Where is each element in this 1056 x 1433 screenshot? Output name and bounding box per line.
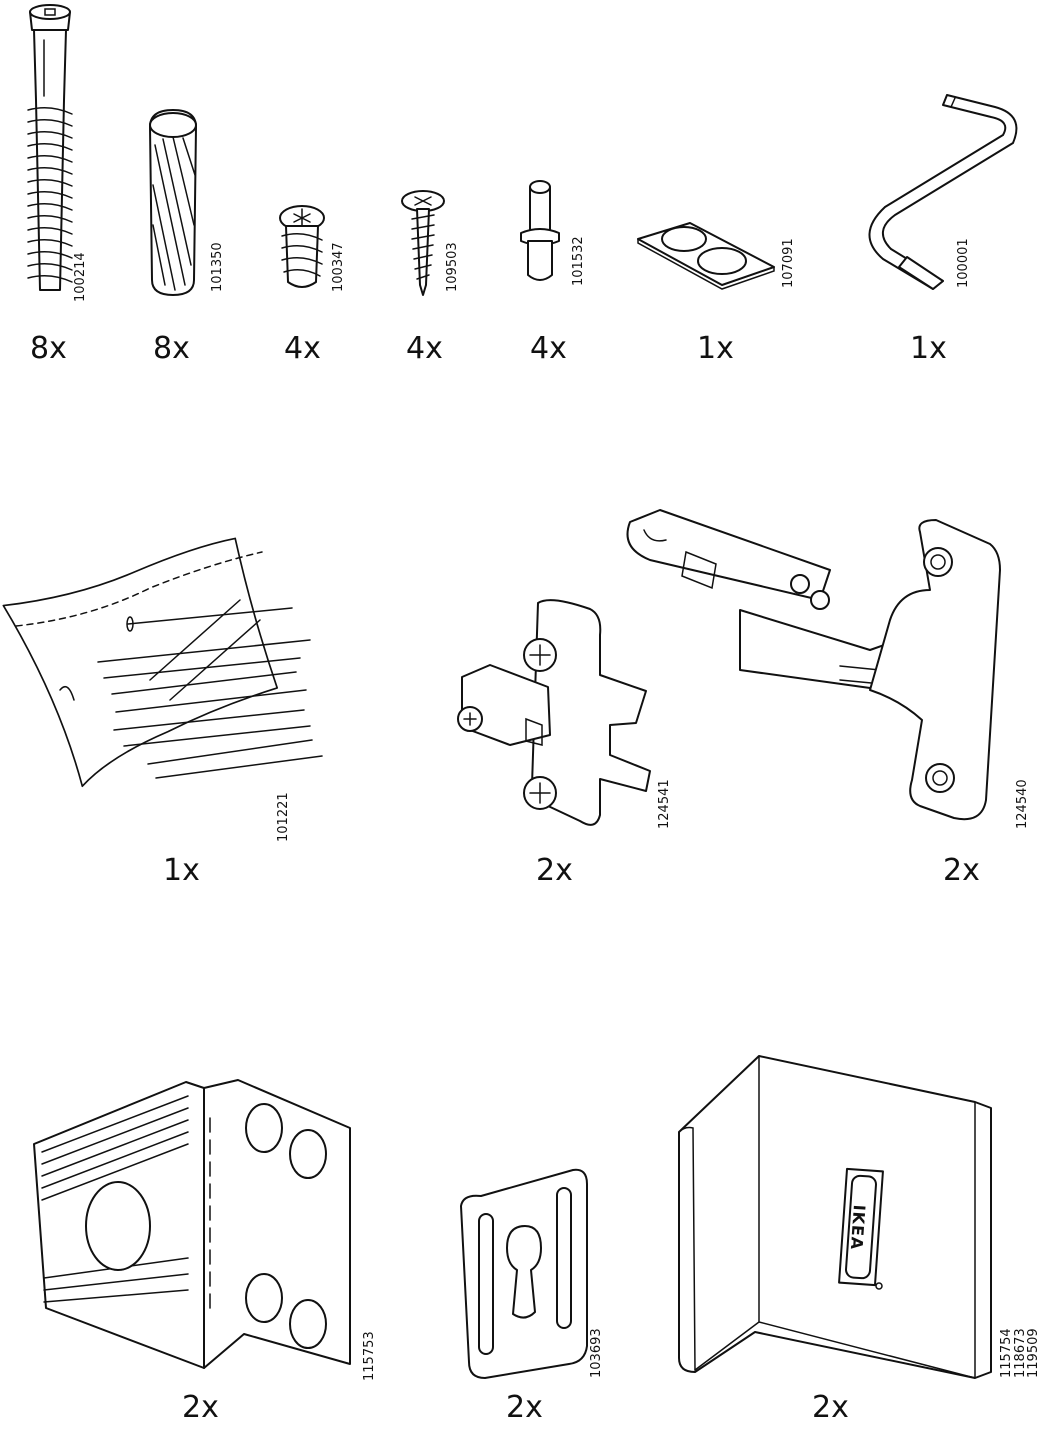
qty-euro-screw: 4x	[284, 334, 321, 364]
qty-wood-dowel: 8x	[153, 334, 190, 364]
shelf-pin-icon	[515, 175, 565, 295]
keyhole-hanger-icon	[455, 1166, 595, 1381]
qty-shelf-pin: 4x	[530, 334, 567, 364]
qty-allen-key: 1x	[910, 334, 947, 364]
qty-angle-bracket: 2x	[182, 1393, 219, 1423]
qty-hinge: 2x	[943, 856, 980, 886]
euro-screw-icon	[272, 200, 332, 300]
qty-nails-bag: 1x	[163, 856, 200, 886]
part-nails-bag	[0, 530, 280, 840]
part-keyhole-hanger	[455, 1166, 595, 1381]
part-corner-bracket: IKEA	[675, 1052, 1000, 1382]
qty-hinge-mounting-plate: 2x	[536, 856, 573, 886]
chipboard-screw-icon	[398, 185, 448, 300]
qty-corner-bracket: 2x	[812, 1393, 849, 1423]
allen-key-icon	[855, 85, 1035, 295]
part-bumper-pads	[636, 215, 776, 295]
part-euro-screw	[272, 200, 332, 300]
part-code-angle-bracket: 115753	[363, 1331, 376, 1381]
part-wood-dowel	[145, 105, 205, 305]
qty-keyhole-hanger: 2x	[506, 1393, 543, 1423]
nails-bag-icon	[0, 530, 280, 840]
part-code-allen-key: 100001	[957, 238, 970, 288]
part-allen-key	[855, 85, 1035, 295]
part-code-euro-screw: 100347	[332, 242, 345, 292]
part-code-cam-bolt: 100214	[74, 252, 87, 302]
qty-chipboard-screw: 4x	[406, 334, 443, 364]
ikea-logo: IKEA	[847, 1204, 869, 1251]
angle-bracket-icon	[28, 1078, 353, 1373]
qty-cam-bolt: 8x	[30, 334, 67, 364]
wood-dowel-icon	[145, 105, 205, 305]
part-shelf-pin	[515, 175, 565, 295]
part-code-hinge: 124540	[1016, 779, 1029, 829]
part-chipboard-screw	[398, 185, 448, 300]
part-hinge	[620, 500, 1010, 835]
part-code-bumper-pads: 107091	[782, 238, 795, 288]
part-code-wood-dowel: 101350	[211, 242, 224, 292]
hinge-icon	[620, 500, 1010, 835]
bumper-pads-icon	[636, 215, 776, 295]
part-angle-bracket	[28, 1078, 353, 1373]
part-code-keyhole-hanger: 103693	[590, 1328, 603, 1378]
part-code-shelf-pin: 101532	[572, 236, 585, 286]
corner-bracket-icon	[675, 1052, 1000, 1382]
qty-bumper-pads: 1x	[697, 334, 734, 364]
part-code-nails-bag: 101221	[277, 792, 290, 842]
part-code-corner-bracket: 115754 118673 119509	[1000, 1328, 1041, 1378]
part-code-chipboard-screw: 109503	[446, 242, 459, 292]
